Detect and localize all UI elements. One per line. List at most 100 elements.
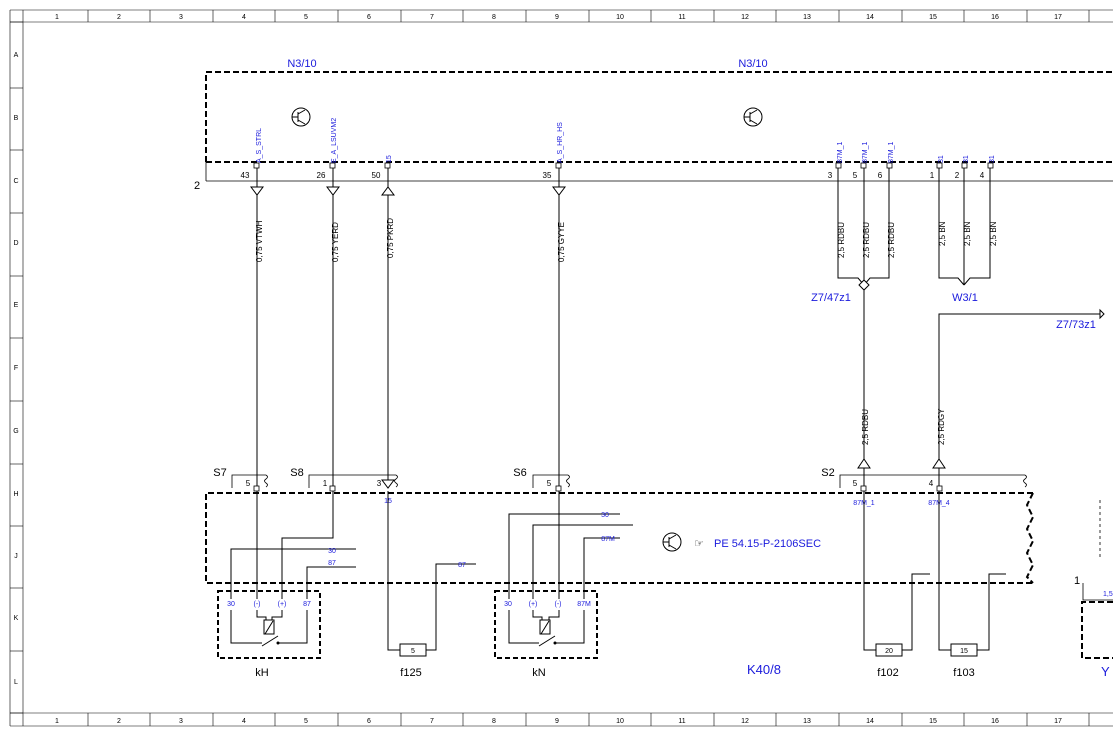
pin-number: 5	[547, 479, 552, 488]
pin-number: 43	[241, 171, 250, 180]
wire-label: 2,5 RDBU	[837, 222, 846, 258]
fuse-rating: 5	[411, 648, 415, 655]
relay-pin: (+)	[529, 601, 538, 608]
relay-kh-label: kH	[255, 667, 269, 679]
s8-label: S8	[290, 467, 303, 479]
column-labels-top: 1 2 3 4 5 6 7 8 9 10 11 12 13 14 15 16 1…	[55, 14, 1062, 21]
n3-10-control-unit: N3/10 N3/10 2	[194, 58, 1113, 192]
column-label: 10	[616, 718, 624, 725]
pin-signal-label: A_S_STRL	[256, 128, 263, 163]
row-label: E	[14, 302, 19, 309]
connector-s6: S6 5	[513, 467, 570, 492]
column-label: 17	[1054, 14, 1062, 21]
wire-label: 2,5 RDGY	[937, 408, 946, 445]
transistor-icon	[662, 532, 682, 552]
wire-label: 2,5 BN	[938, 221, 947, 246]
pin-number: 3	[828, 171, 833, 180]
column-label: 12	[741, 718, 749, 725]
ecu-pin-26: E_A_LSUVM2 26 0,75 YERD	[317, 118, 340, 488]
ecu-pin-43: A_S_STRL 43 0,75 VTWH	[241, 128, 264, 488]
z7-47z1-label: Z7/47z1	[811, 292, 851, 304]
pin-number: 2	[955, 171, 960, 180]
column-label: 16	[991, 14, 999, 21]
relay-pin: 30	[504, 601, 512, 608]
ecu-pin-5: 87M_1 5 2,5 RDBU	[853, 141, 871, 281]
column-label: 11	[678, 14, 685, 21]
n3-10-label: N3/10	[287, 58, 316, 70]
row-labels: A B C D E F G H J K L	[13, 52, 18, 686]
column-label: 13	[803, 718, 811, 725]
column-label: 15	[929, 718, 937, 725]
k40-8-label: K40/8	[747, 662, 781, 677]
wire-label: 0,75 YERD	[331, 222, 340, 262]
w3-1-ground: W3/1	[952, 292, 978, 304]
s6-label: S6	[513, 467, 526, 479]
column-label: 17	[1054, 718, 1062, 725]
pin-signal-label: 1,5	[1103, 591, 1113, 598]
reference-link[interactable]: PE 54.15-P-2106SEC	[714, 538, 821, 550]
row-label: G	[13, 428, 18, 435]
transistor-icon	[291, 107, 311, 127]
pin-number: 26	[317, 171, 326, 180]
relay-pin: (+)	[278, 601, 287, 608]
relay-pin: 30	[227, 601, 235, 608]
column-label: 10	[616, 14, 624, 21]
ecu-pin-6: 87M_1 6 2,5 RDBU	[863, 141, 896, 286]
pin-signal-label: 31	[963, 155, 970, 163]
row-label: A	[14, 52, 19, 59]
connector-s8: S8 1 3 15	[290, 467, 398, 505]
fuse-f125: 87 5 f125	[387, 491, 476, 679]
pin-number: 3	[377, 479, 382, 488]
bus-label: 87	[458, 562, 466, 569]
w3-1-label: W3/1	[952, 292, 978, 304]
wire-label: 2,5 RDBU	[862, 222, 871, 258]
row-label: C	[13, 178, 18, 185]
wire-label: 0,75 PKRD	[386, 218, 395, 258]
wire-label: 0,75 GYYE	[557, 222, 566, 262]
pin-number: 4	[929, 479, 934, 488]
fuse-rating: 20	[885, 648, 893, 655]
ecu-pin-50: 15 50 0,75 PKRD	[372, 155, 395, 480]
bus-label: 87M	[601, 536, 615, 543]
grid-frame	[9, 9, 1113, 727]
ecu-pin-4: 31 4 2,5 BN	[963, 155, 998, 286]
column-label: 8	[492, 718, 496, 725]
column-label: 16	[991, 718, 999, 725]
fuse-label: f103	[953, 667, 974, 679]
column-label: 4	[242, 14, 246, 21]
column-label: 7	[430, 718, 434, 725]
pin-signal-label: 31	[989, 155, 996, 163]
wire-label: 2,5 BN	[963, 221, 972, 246]
row-label: F	[14, 365, 18, 372]
column-label: 5	[304, 718, 308, 725]
z7-73z1-label: Z7/73z1	[1056, 319, 1096, 331]
wire-label: 2,5 RDBU	[861, 409, 870, 445]
column-label: 1	[55, 14, 59, 21]
column-label: 11	[678, 718, 685, 725]
transistor-icon	[743, 107, 763, 127]
s7-label: S7	[213, 467, 226, 479]
column-label: 4	[242, 718, 246, 725]
fuse-f102: 20 f102	[863, 491, 930, 679]
fuse-f103: 15 f103	[938, 491, 1006, 679]
pin-number: 6	[878, 171, 883, 180]
pin-signal-label: E_A_LSUVM2	[331, 118, 338, 163]
pin-number: 1	[1074, 575, 1080, 587]
column-label: 2	[117, 718, 121, 725]
pin-signal-label: 87M_1	[888, 141, 895, 163]
internal-wiring-kh: 30 87	[230, 491, 356, 583]
pin-number: 35	[543, 171, 552, 180]
column-labels-bottom: 1 2 3 4 5 6 7 8 9 10 11 12 13 14 15 16 1…	[55, 718, 1062, 725]
row-label: H	[13, 491, 18, 498]
connector-s7: S7 5	[213, 467, 268, 492]
row-label: K	[14, 615, 19, 622]
column-label: 8	[492, 14, 496, 21]
component-label: Y	[1101, 664, 1110, 679]
relay-kn: 30 (+) (-) 87M kN	[494, 583, 598, 679]
row-label: L	[14, 679, 18, 686]
row-label: B	[14, 115, 19, 122]
column-label: 6	[367, 14, 371, 21]
column-label: 13	[803, 14, 811, 21]
ecu-pin-35: A_S_HR_HS 35 0,75 GYYE	[543, 122, 566, 488]
